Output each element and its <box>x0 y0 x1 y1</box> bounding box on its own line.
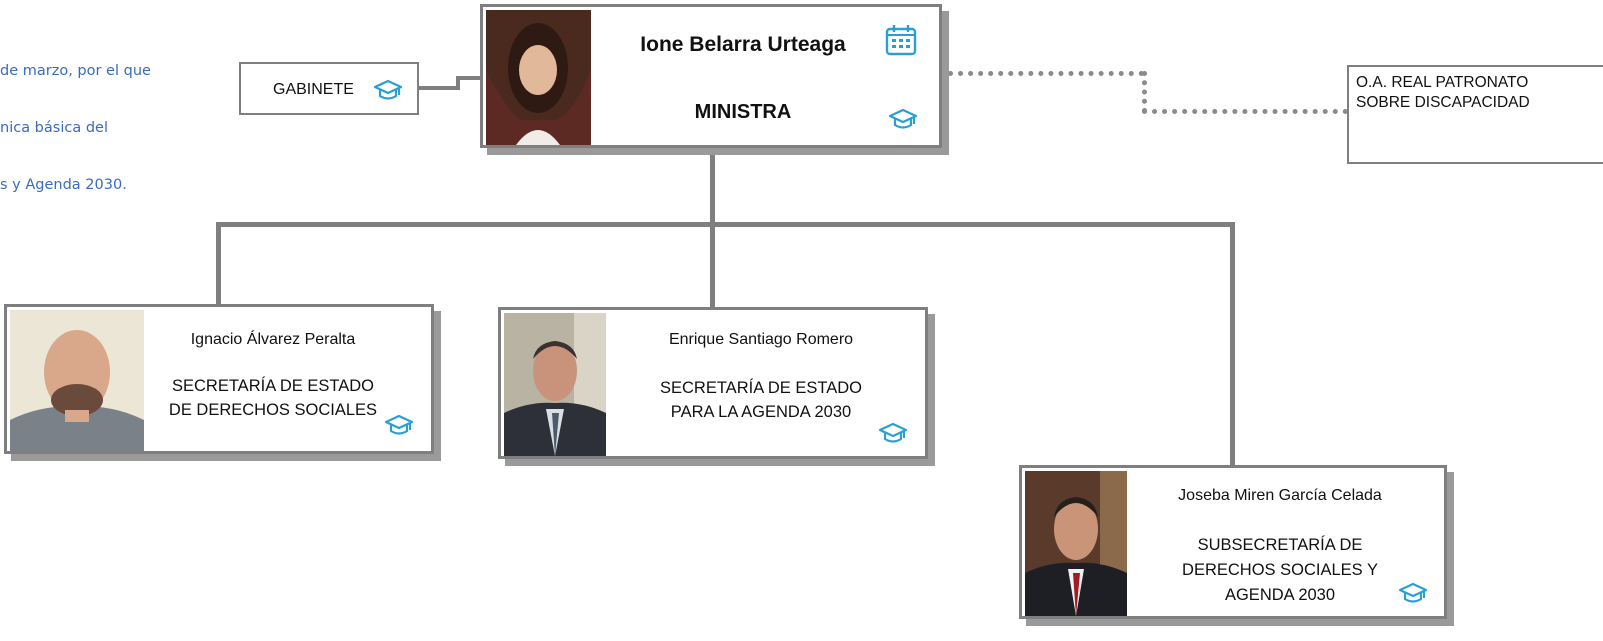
gabinete-box[interactable]: GABINETE <box>239 62 419 115</box>
sec-derechos-role-line2: DE DERECHOS SOCIALES <box>168 401 378 419</box>
connector-horizontal <box>216 222 1235 227</box>
graduation-cap-icon[interactable] <box>384 413 414 437</box>
sec-derechos-card[interactable]: Ignacio Álvarez Peralta SECRETARÍA DE ES… <box>4 304 434 454</box>
legal-text-line: nica básica del <box>0 120 108 136</box>
dotted-connector <box>1142 71 1147 113</box>
connector-left-down <box>216 222 221 308</box>
sec-agenda-role-line1: SECRETARÍA DE ESTADO <box>659 379 862 397</box>
connector-center-down <box>710 222 715 308</box>
connector-right-down <box>1230 222 1235 468</box>
legal-text-line: de marzo, por el que <box>0 63 151 79</box>
sec-derechos-role-line1: SECRETARÍA DE ESTADO <box>171 377 374 395</box>
connector-gabinete <box>456 76 460 90</box>
subsecretaria-role-line3: AGENDA 2030 <box>1224 586 1336 604</box>
graduation-cap-icon[interactable] <box>888 107 918 131</box>
graduation-cap-icon[interactable] <box>878 421 908 445</box>
legal-text-line: s y Agenda 2030. <box>0 177 127 193</box>
patronato-line1: O.A. REAL PATRONATO <box>1356 74 1529 91</box>
sec-agenda-name: Enrique Santiago Romero <box>668 331 854 348</box>
patronato-line2: SOBRE DISCAPACIDAD <box>1356 94 1530 111</box>
legal-text: de marzo, por el que nica básica del s y… <box>0 24 240 214</box>
subsecretaria-role-line1: SUBSECRETARÍA DE <box>1197 536 1363 554</box>
sec-agenda-photo <box>504 313 606 456</box>
graduation-cap-icon[interactable] <box>373 78 403 102</box>
minister-photo <box>486 10 591 145</box>
dotted-connector <box>948 71 1144 76</box>
connector-gabinete <box>418 86 460 90</box>
connector-gabinete <box>456 76 484 80</box>
minister-name: Ione Belarra Urteaga <box>640 33 846 56</box>
sec-derechos-name: Ignacio Álvarez Peralta <box>190 331 356 348</box>
minister-role: MINISTRA <box>694 101 792 123</box>
calendar-icon[interactable] <box>884 23 918 57</box>
sec-agenda-role-line2: PARA LA AGENDA 2030 <box>670 403 852 421</box>
dotted-connector <box>1142 109 1348 114</box>
connector-minister-down <box>710 148 715 226</box>
subsecretaria-photo <box>1025 471 1127 616</box>
subsecretaria-name: Joseba Miren García Celada <box>1178 487 1382 504</box>
graduation-cap-icon[interactable] <box>1398 581 1428 605</box>
patronato-box[interactable]: O.A. REAL PATRONATO SOBRE DISCAPACIDAD <box>1347 65 1603 164</box>
sec-agenda-card[interactable]: Enrique Santiago Romero SECRETARÍA DE ES… <box>498 307 928 459</box>
minister-card[interactable]: Ione Belarra Urteaga MINISTRA <box>480 4 942 148</box>
sec-derechos-photo <box>10 310 144 451</box>
subsecretaria-card[interactable]: Joseba Miren García Celada SUBSECRETARÍA… <box>1019 465 1447 619</box>
gabinete-label: GABINETE <box>273 81 354 98</box>
subsecretaria-role-line2: DERECHOS SOCIALES Y <box>1182 561 1378 579</box>
